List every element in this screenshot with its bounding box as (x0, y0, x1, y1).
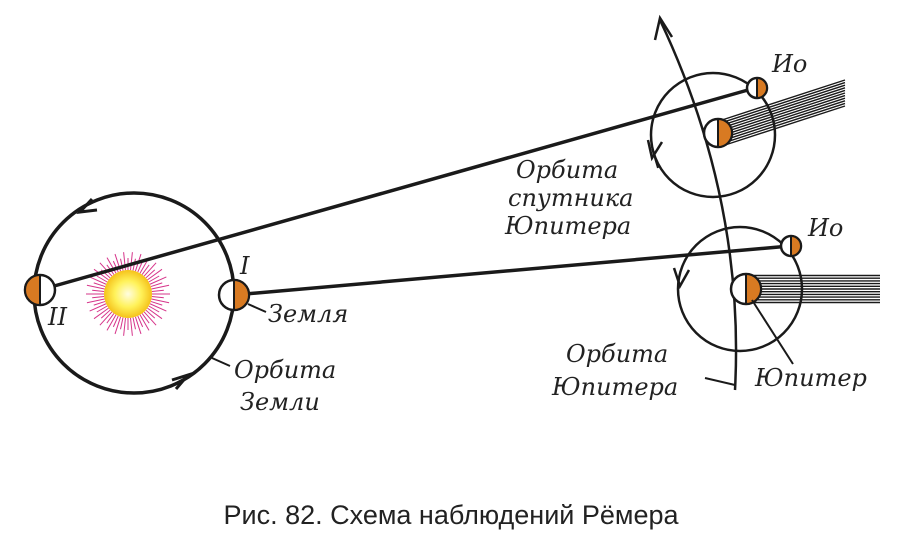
sun-icon (86, 252, 170, 336)
jupiter-label-pointer (751, 299, 794, 365)
io-bottom (779, 234, 803, 258)
earth-label-pointer (247, 303, 267, 313)
jupiter-orbit-pointer (704, 377, 736, 386)
jupiter-orbit-arc (658, 19, 738, 391)
jupiter-top (702, 117, 734, 149)
figure-caption: Рис. 82. Схема наблюдений Рёмера (223, 500, 679, 530)
roemer-diagram: Ио Ио Орбита спутника Юпитера I II Земля… (23, 14, 880, 416)
sight-line-two (39, 86, 756, 292)
satellite-orbit-label-line3: Юпитера (504, 212, 631, 240)
io-top (745, 76, 769, 100)
io-top-label: Ио (771, 50, 807, 78)
earth-position-two (23, 273, 57, 307)
position-two-label: II (47, 303, 67, 331)
jupiter-orbit-arrow (653, 14, 674, 41)
sight-line-one (233, 244, 791, 297)
jupiter-bottom (729, 272, 763, 306)
earth-orbit-label-line1: Орбита (234, 356, 336, 384)
jupiter-shadow-bottom (750, 274, 880, 304)
earth-orbit-label-line2: Земли (240, 388, 320, 416)
satellite-orbit-label-line2: спутника (508, 184, 633, 212)
satellite-orbit-top (649, 71, 777, 199)
satellite-orbit-top-pointer (654, 157, 659, 169)
earth-orbit-label-pointer (211, 357, 231, 367)
satellite-orbit-top-arrow (646, 139, 664, 162)
satellite-orbit-bottom-arrow (672, 267, 691, 290)
earth-orbit-arrow-top (76, 197, 98, 214)
earth-orbit-arrow-bottom (171, 372, 193, 390)
jupiter-orbit-label-line1: Орбита (566, 340, 668, 368)
earth-position-one (217, 278, 251, 312)
jupiter-orbit-label-line2: Юпитера (551, 373, 678, 401)
satellite-orbit-label-line1: Орбита (516, 156, 618, 184)
io-bottom-label: Ио (807, 214, 843, 242)
earth-label: Земля (268, 300, 348, 328)
jupiter-label: Юпитер (754, 364, 867, 392)
jupiter-shadow-top (721, 79, 846, 147)
position-one-label: I (239, 252, 250, 280)
